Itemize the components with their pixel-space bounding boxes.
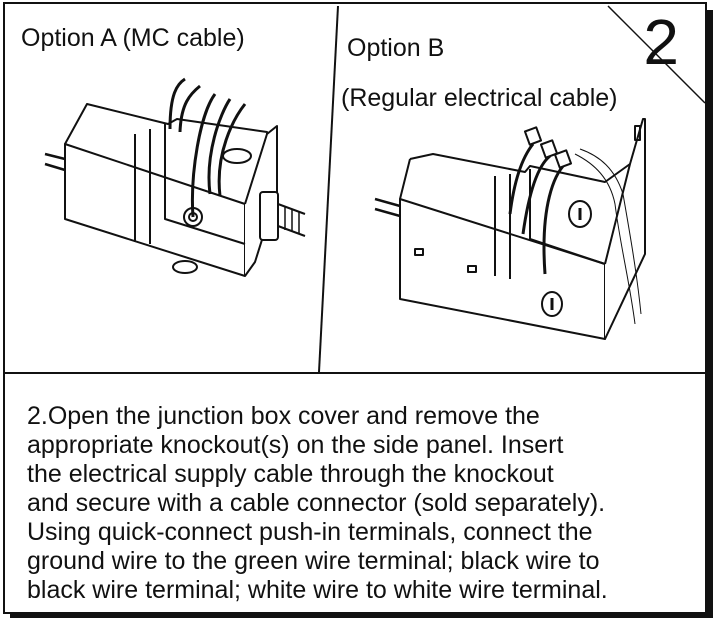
instruction-line: and secure with a cable connector (sold … xyxy=(27,489,606,517)
section-divider xyxy=(5,372,705,374)
instruction-line: Using quick-connect push-in terminals, c… xyxy=(27,518,593,546)
illustration-area xyxy=(44,5,705,373)
option-b-subtitle: (Regular electrical cable) xyxy=(341,84,618,112)
instruction-line: appropriate knockout(s) on the side pane… xyxy=(27,431,564,459)
instruction-text: 2.Open the junction box cover and remove… xyxy=(27,402,697,605)
option-a-title: Option A (MC cable) xyxy=(21,24,245,52)
instruction-sheet: Option A (MC cable) Option B (Regular el… xyxy=(3,2,707,614)
junction-box-mc-illustration xyxy=(44,77,306,277)
page-shadow-right xyxy=(707,10,713,614)
page-shadow-bottom xyxy=(10,612,713,618)
step-corner-line xyxy=(607,5,705,104)
instruction-line: 2.Open the junction box cover and remove… xyxy=(27,402,540,430)
instruction-line: black wire terminal; white wire to white… xyxy=(27,576,608,604)
junction-box-regular-cable-illustration xyxy=(374,118,646,340)
option-b-title: Option B xyxy=(347,34,445,62)
instruction-line: the electrical supply cable through the … xyxy=(27,460,554,488)
instruction-line: ground wire to the green wire terminal; … xyxy=(27,547,600,575)
step-number: 2 xyxy=(643,6,679,78)
panel-divider xyxy=(318,5,339,373)
